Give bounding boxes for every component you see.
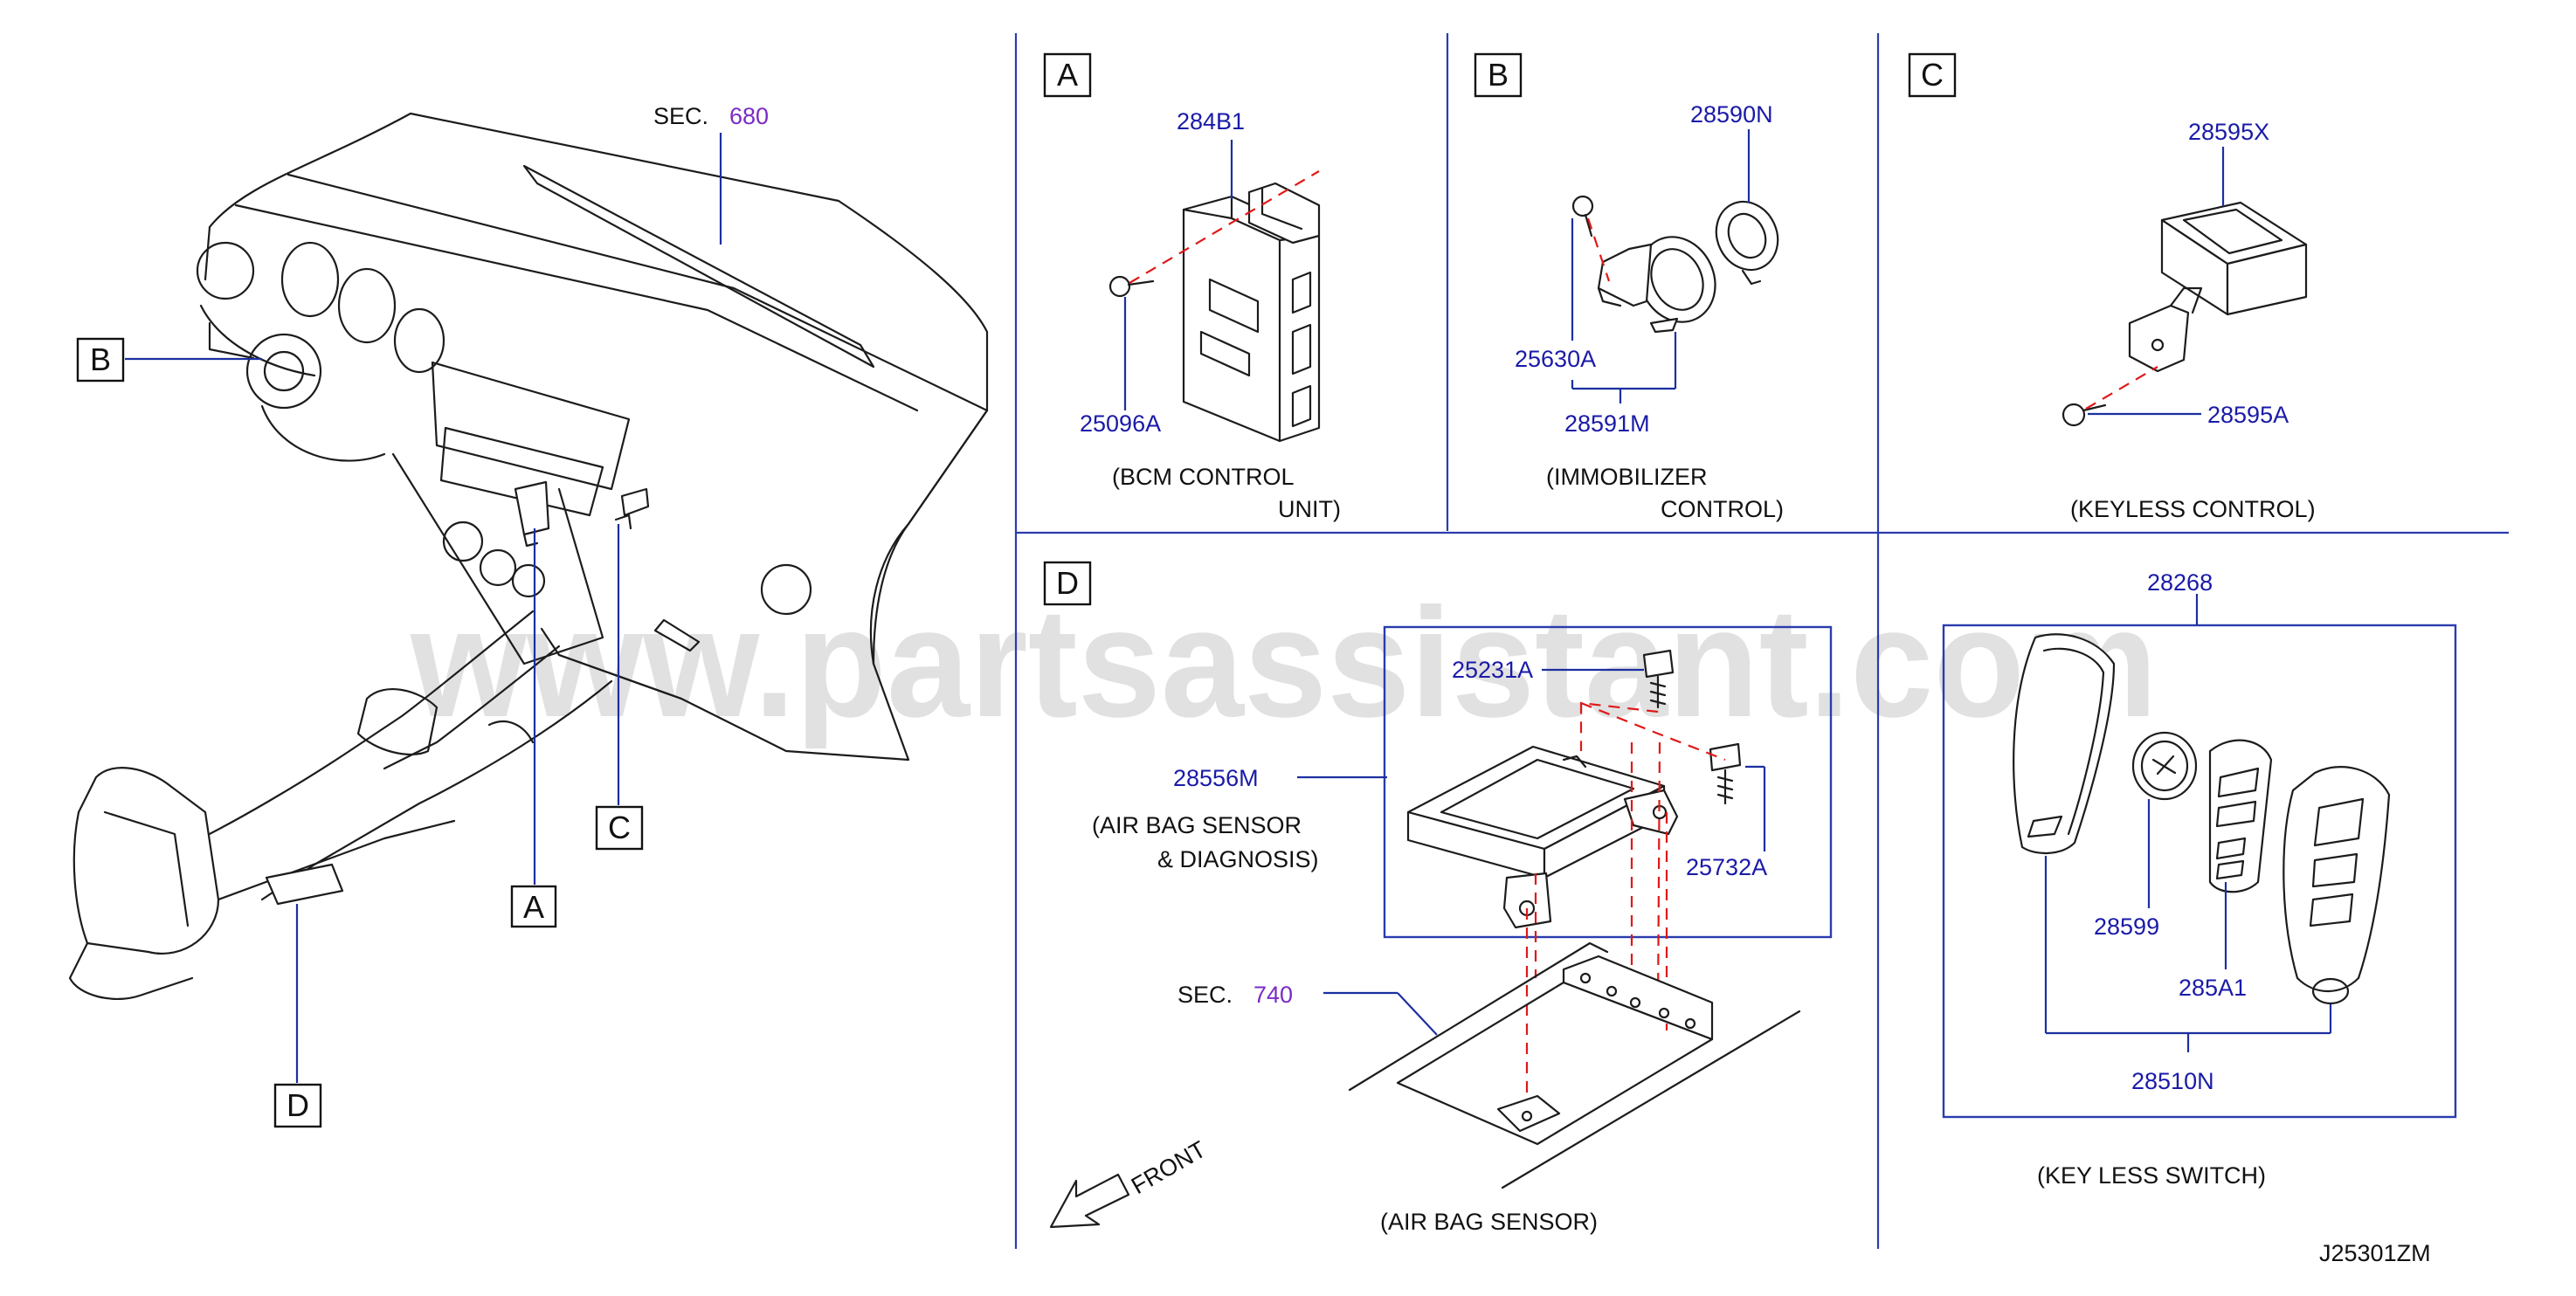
- panel-a-caption-2: UNIT): [1278, 496, 1341, 522]
- screw-25096a-drawing: [1108, 275, 1155, 298]
- overview-sec-prefix: SEC.: [653, 103, 708, 129]
- callout-d[interactable]: D: [273, 1083, 322, 1128]
- button-pad-285a1-drawing: [2208, 739, 2273, 893]
- part-28510n: 28510N: [2131, 1068, 2214, 1094]
- callout-c-label: C: [608, 810, 631, 845]
- panel-d: D: [1043, 561, 1833, 1235]
- screw-28595a-drawing: [2061, 403, 2107, 427]
- callout-a-label: A: [523, 889, 544, 925]
- bolt-25231a-drawing: [1642, 649, 1675, 709]
- callout-a[interactable]: A: [510, 885, 557, 928]
- part-28595x: 28595X: [2188, 119, 2269, 145]
- part-284b1: 284B1: [1177, 108, 1245, 134]
- front-arrow-icon: [1049, 1173, 1130, 1229]
- bcm-control-unit-drawing: [1182, 182, 1321, 443]
- part-28599: 28599: [2094, 913, 2159, 940]
- callout-b-label: B: [90, 341, 111, 377]
- panel-d-desc-1: (AIR BAG SENSOR: [1092, 812, 1302, 838]
- part-25630a: 25630A: [1515, 346, 1596, 372]
- part-28590n: 28590N: [1690, 101, 1773, 128]
- panel-d-sec-number: 740: [1253, 982, 1293, 1008]
- panel-c: C 28595X 28595A (KEYLESS CONTROL): [1908, 52, 2316, 522]
- immobilizer-ring-28590n-drawing: [1715, 200, 1779, 286]
- immobilizer-antenna-drawing: [1597, 236, 1716, 334]
- panel-key-caption: (KEY LESS SWITCH): [2037, 1162, 2266, 1189]
- panel-d-desc-2: & DIAGNOSIS): [1157, 846, 1319, 872]
- overview-sec-number: 680: [729, 103, 769, 129]
- front-label: FRONT: [1127, 1136, 1211, 1199]
- dashboard-overview-drawing: [68, 112, 989, 1000]
- screw-25630a-drawing: [1571, 195, 1594, 238]
- part-25231a: 25231A: [1452, 657, 1533, 683]
- key-fob-case-drawing: [2013, 633, 2116, 855]
- callout-b[interactable]: B: [76, 337, 125, 383]
- watermark: www.partsassistant.com: [410, 576, 2158, 749]
- panel-c-caption: (KEYLESS CONTROL): [2070, 496, 2316, 522]
- air-bag-sensor-frame: [1383, 625, 1833, 939]
- part-28556m: 28556M: [1173, 765, 1259, 791]
- keyless-control-unit-drawing: [2128, 201, 2308, 373]
- coin-battery-28599-drawing: [2131, 731, 2198, 801]
- part-28268: 28268: [2147, 569, 2213, 596]
- part-25096a: 25096A: [1080, 410, 1161, 437]
- panel-dividers: [1014, 33, 2509, 1249]
- key-fob-28510n-drawing: [2282, 766, 2391, 1005]
- panel-d-letter: D: [1056, 565, 1079, 601]
- panel-b-caption-1: (IMMOBILIZER: [1546, 464, 1708, 490]
- figure-id: J25301ZM: [2319, 1240, 2431, 1266]
- panel-a-letter: A: [1057, 57, 1078, 93]
- key-less-switch-frame: [1942, 624, 2457, 1119]
- panel-d-caption: (AIR BAG SENSOR): [1380, 1209, 1598, 1235]
- part-28595a: 28595A: [2207, 402, 2289, 428]
- panel-b-letter: B: [1488, 57, 1509, 93]
- part-285a1: 285A1: [2179, 975, 2247, 1001]
- panel-a: A 284B1 25096A (BCM CONTROL UNIT): [1043, 52, 1341, 522]
- panel-d-sec-prefix: SEC.: [1178, 982, 1233, 1008]
- callout-c[interactable]: C: [595, 805, 644, 851]
- part-25732a: 25732A: [1686, 854, 1767, 880]
- floor-bracket-drawing: [1348, 941, 1801, 1189]
- panel-keyless-switch: 28268 28599: [1942, 569, 2457, 1189]
- part-28591m: 28591M: [1564, 410, 1650, 437]
- callout-d-label: D: [287, 1087, 309, 1123]
- panel-b-caption-2: CONTROL): [1661, 496, 1784, 522]
- bolt-25732a-drawing: [1709, 742, 1742, 805]
- panel-b: B 28590N 25630A 28591M (IMMOBILIZER CONT…: [1474, 52, 1784, 522]
- panel-c-letter: C: [1921, 57, 1944, 93]
- panel-a-caption-1: (BCM CONTROL: [1112, 464, 1295, 490]
- air-bag-sensor-unit-drawing: [1406, 745, 1679, 929]
